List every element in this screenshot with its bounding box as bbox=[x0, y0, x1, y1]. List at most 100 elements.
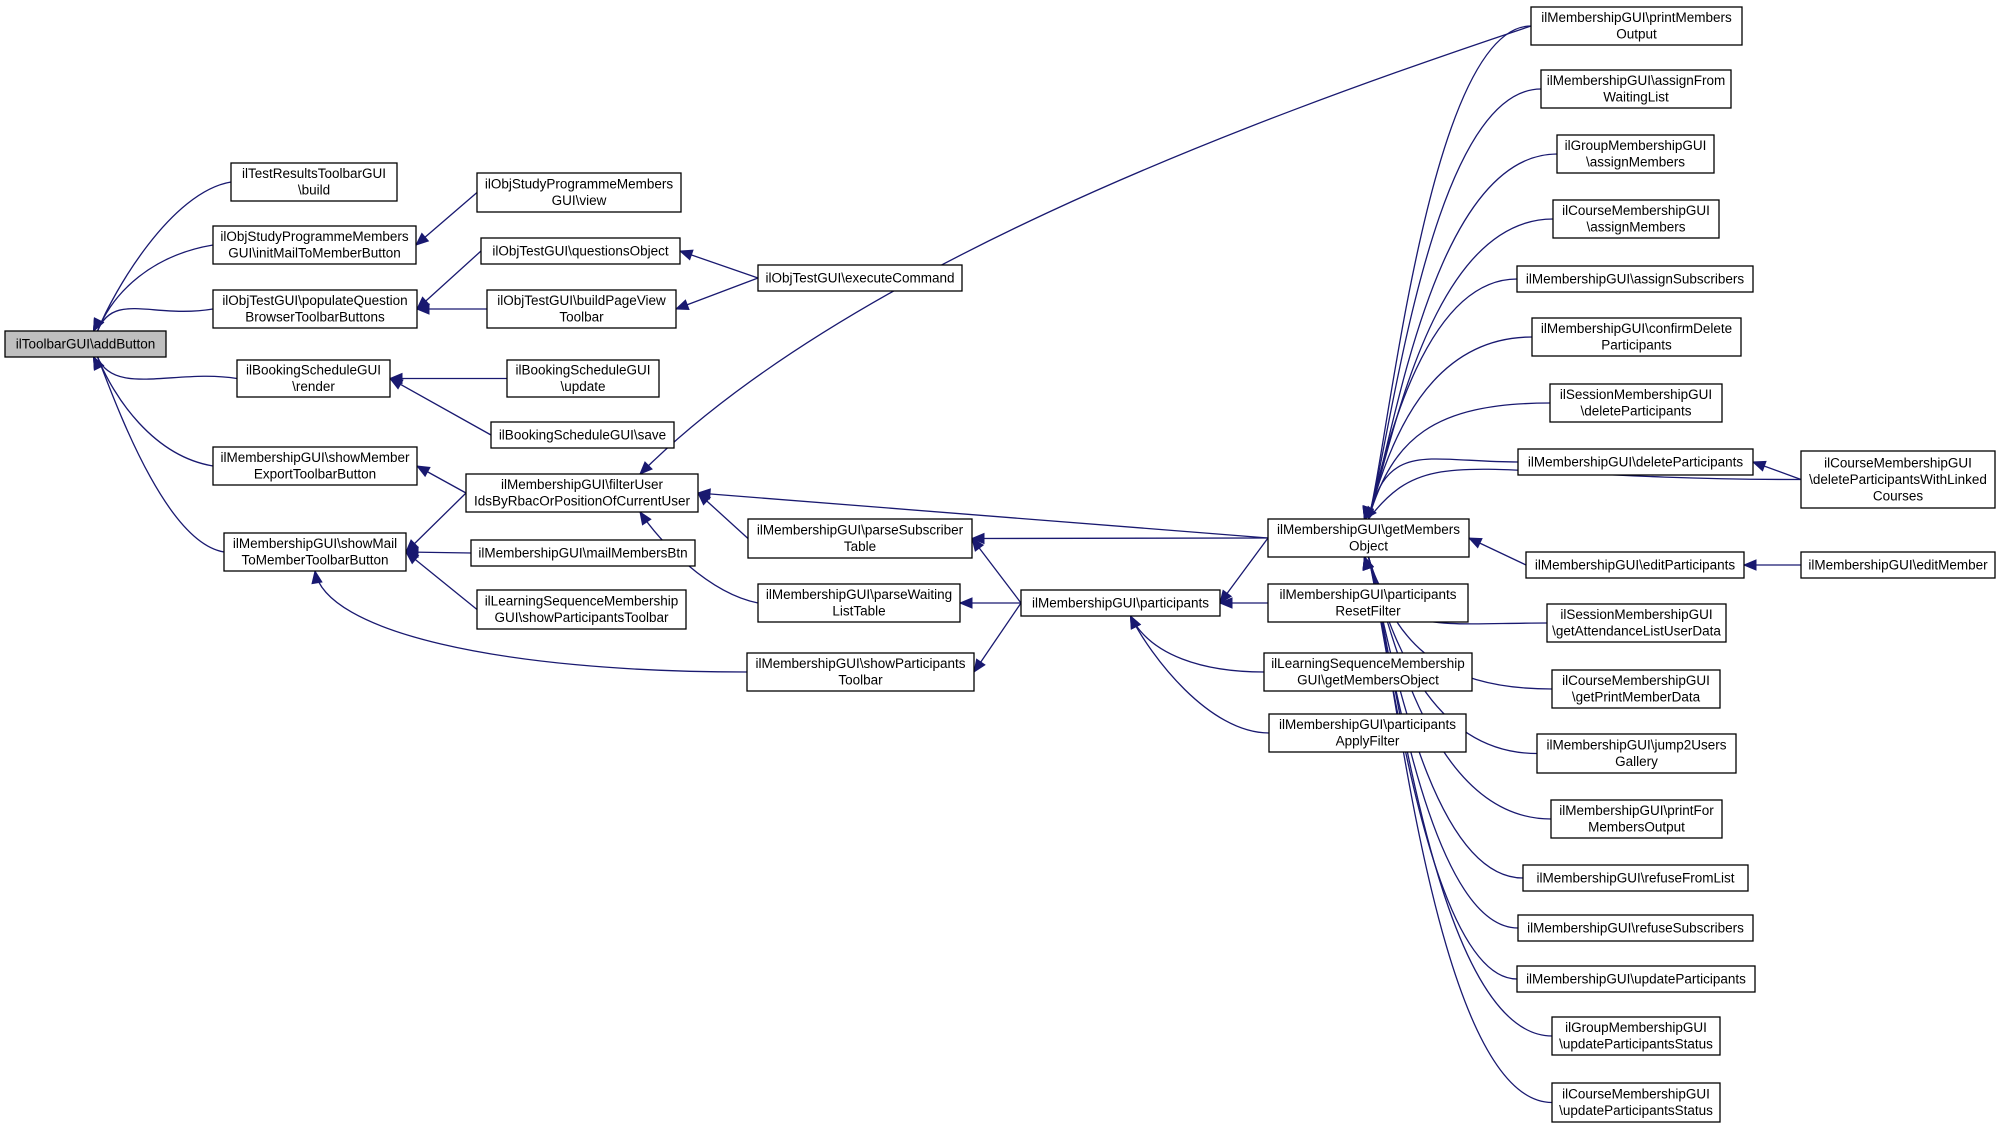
node-lsmGetMembers[interactable]: ilLearningSequenceMembershipGUI\getMembe… bbox=[1263, 652, 1473, 692]
node-box bbox=[757, 583, 961, 623]
edge-line bbox=[405, 551, 478, 611]
node-label: ilMembershipGUI\filterUser bbox=[501, 477, 664, 492]
arrowhead bbox=[1751, 460, 1767, 472]
node-updateParticipants[interactable]: ilMembershipGUI\updateParticipants bbox=[1516, 965, 1756, 993]
node-label: ExportToolbarButton bbox=[254, 467, 376, 482]
node-confirmDelete[interactable]: ilMembershipGUI\confirmDeleteParticipant… bbox=[1531, 317, 1742, 357]
node-questionsObject[interactable]: ilObjTestGUI\questionsObject bbox=[480, 237, 681, 265]
node-crsDeleteLinked[interactable]: ilCourseMembershipGUI\deleteParticipants… bbox=[1800, 450, 1996, 509]
node-editMember[interactable]: ilMembershipGUI\editMember bbox=[1800, 551, 1996, 579]
node-label: ilMembershipGUI\editParticipants bbox=[1535, 557, 1736, 572]
node-box bbox=[1800, 551, 1996, 579]
node-label: ilObjTestGUI\executeCommand bbox=[765, 270, 954, 285]
node-spmInitMail[interactable]: ilObjStudyProgrammeMembersGUI\initMailTo… bbox=[212, 225, 417, 265]
node-bsSave[interactable]: ilBookingScheduleGUI\save bbox=[490, 421, 675, 449]
node-bsRender[interactable]: ilBookingScheduleGUI\render bbox=[236, 359, 391, 398]
node-crsAssign[interactable]: ilCourseMembershipGUI\assignMembers bbox=[1552, 199, 1720, 239]
node-refuseFromList[interactable]: ilMembershipGUI\refuseFromList bbox=[1522, 864, 1749, 892]
node-grpUpdateStatus[interactable]: ilGroupMembershipGUI\updateParticipantsS… bbox=[1551, 1016, 1721, 1056]
node-label: ilMembershipGUI\getMembers bbox=[1277, 522, 1460, 537]
node-box bbox=[223, 532, 407, 572]
edge-line bbox=[96, 244, 214, 332]
node-addButton[interactable]: ilToolbarGUI\addButton bbox=[4, 330, 167, 358]
node-crsUpdateStatus[interactable]: ilCourseMembershipGUI\updateParticipants… bbox=[1551, 1082, 1721, 1123]
node-showMemberExport[interactable]: ilMembershipGUI\showMemberExportToolbarB… bbox=[212, 446, 418, 486]
node-label: ilMembershipGUI\parseWaiting bbox=[766, 587, 952, 602]
node-box bbox=[4, 330, 167, 358]
node-label: ilMembershipGUI\updateParticipants bbox=[1526, 971, 1746, 986]
node-participants[interactable]: ilMembershipGUI\participants bbox=[1020, 589, 1221, 617]
node-getMembersObject[interactable]: ilMembershipGUI\getMembersObject bbox=[1267, 518, 1470, 558]
node-lsmShowPart[interactable]: ilLearningSequenceMembershipGUI\showPart… bbox=[476, 589, 687, 630]
node-label: ilObjTestGUI\buildPageView bbox=[497, 293, 666, 308]
arrowhead bbox=[971, 537, 985, 552]
node-showPartToolbar[interactable]: ilMembershipGUI\showParticipantsToolbar bbox=[746, 652, 975, 692]
node-box bbox=[230, 162, 398, 202]
node-label: MembersOutput bbox=[1588, 820, 1685, 835]
node-editParticipants[interactable]: ilMembershipGUI\editParticipants bbox=[1525, 551, 1745, 579]
arrowhead bbox=[1742, 559, 1757, 571]
node-label: \getPrintMemberData bbox=[1572, 690, 1701, 705]
edge-editParticipants-editMember bbox=[1742, 559, 1801, 571]
node-refuseSubscribers[interactable]: ilMembershipGUI\refuseSubscribers bbox=[1517, 914, 1754, 942]
arrowhead bbox=[404, 551, 420, 565]
node-box bbox=[1530, 6, 1743, 46]
node-label: ilMembershipGUI\jump2Users bbox=[1546, 738, 1726, 753]
edge-line bbox=[96, 307, 214, 332]
node-box bbox=[1549, 383, 1723, 423]
edge-getMembersObject-assignSubscribers bbox=[1362, 278, 1518, 521]
node-trtBuild[interactable]: ilTestResultsToolbarGUI\build bbox=[230, 162, 398, 202]
edge-showPartToolbar-participants bbox=[973, 602, 1022, 674]
node-label: ilGroupMembershipGUI bbox=[1565, 138, 1707, 153]
node-label: ilMembershipGUI\parseSubscriber bbox=[757, 523, 964, 538]
node-label: ilMembershipGUI\refuseFromList bbox=[1536, 870, 1734, 885]
node-executeCommand[interactable]: ilObjTestGUI\executeCommand bbox=[757, 264, 963, 292]
arrowhead bbox=[697, 492, 712, 506]
node-sessDelete[interactable]: ilSessionMembershipGUI\deleteParticipant… bbox=[1549, 383, 1723, 423]
node-deleteParticipants[interactable]: ilMembershipGUI\deleteParticipants bbox=[1517, 448, 1754, 476]
node-showMailTo[interactable]: ilMembershipGUI\showMailToMemberToolbarB… bbox=[223, 532, 407, 572]
node-label: \deleteParticipants bbox=[1580, 404, 1691, 419]
arrowhead bbox=[1218, 597, 1233, 609]
node-assignSubscribers[interactable]: ilMembershipGUI\assignSubscribers bbox=[1516, 265, 1754, 293]
edge-line bbox=[679, 250, 759, 279]
node-box bbox=[1268, 713, 1467, 753]
node-label: ilObjStudyProgrammeMembers bbox=[485, 177, 674, 192]
node-filterUser[interactable]: ilMembershipGUI\filterUserIdsByRbacOrPos… bbox=[465, 473, 699, 513]
arrowhead bbox=[1467, 537, 1483, 549]
node-label: GUI\view bbox=[552, 193, 607, 208]
node-box bbox=[1263, 652, 1473, 692]
edge-filterUser-parseSubscriber bbox=[697, 492, 749, 539]
node-mailMembersBtn[interactable]: ilMembershipGUI\mailMembersBtn bbox=[470, 539, 696, 567]
node-label: ilMembershipGUI\printFor bbox=[1559, 803, 1714, 818]
node-grpAssign[interactable]: ilGroupMembershipGUI\assignMembers bbox=[1556, 134, 1715, 174]
node-box bbox=[506, 359, 660, 398]
node-box bbox=[1267, 583, 1469, 623]
node-bsUpdate[interactable]: ilBookingScheduleGUI\update bbox=[506, 359, 660, 398]
node-label: BrowserToolbarButtons bbox=[245, 310, 385, 325]
node-box bbox=[1522, 864, 1749, 892]
node-crsPrintMember[interactable]: ilCourseMembershipGUI\getPrintMemberData bbox=[1551, 669, 1721, 709]
node-label: ilBookingScheduleGUI bbox=[515, 363, 650, 378]
arrowhead bbox=[415, 465, 431, 478]
node-label: \render bbox=[292, 379, 335, 394]
node-populateQ[interactable]: ilObjTestGUI\populateQuestionBrowserTool… bbox=[212, 289, 418, 329]
edge-line bbox=[1367, 458, 1519, 520]
node-box bbox=[1536, 733, 1737, 774]
node-box bbox=[212, 289, 418, 329]
node-sessAttendance[interactable]: ilSessionMembershipGUI\getAttendanceList… bbox=[1546, 603, 1727, 643]
node-box bbox=[1800, 450, 1996, 509]
edge-buildPageView-executeCommand bbox=[674, 277, 759, 310]
edge-bsRender-bsSave bbox=[388, 377, 492, 436]
edge-line bbox=[697, 492, 1269, 539]
